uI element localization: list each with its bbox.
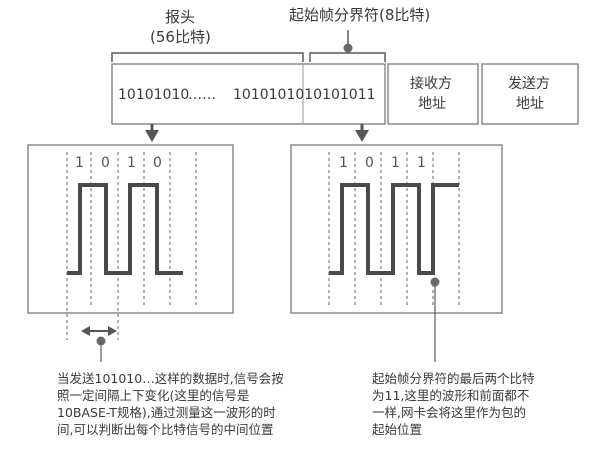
left-waveform: [67, 183, 183, 275]
dest-address-line2: 地址: [418, 96, 446, 112]
header-label-line1: 报头: [165, 8, 195, 26]
preamble-box: [111, 63, 386, 125]
right-note-line: 为11,这里的波形和前面都不: [372, 388, 530, 403]
left-note-line: 当发送101010…这样的数据时,信号会按: [57, 371, 284, 386]
bit-interval-arrow-left-head: [81, 326, 90, 336]
left-tick-3: 1: [127, 155, 136, 171]
left-grid-lines: [66, 152, 197, 340]
right-waveform: [329, 183, 459, 275]
src-address-line2: 地址: [516, 96, 544, 112]
left-tick-2: 0: [101, 155, 110, 171]
header-label-line2: (56比特): [150, 28, 211, 46]
left-note-line: 10BASE-T规格),通过测量这一波形的时: [57, 405, 276, 420]
right-arrow-head: [355, 130, 369, 142]
left-note-line: 照一定间隔上下变化(这里的信号是: [57, 388, 250, 403]
src-address-box: [481, 63, 579, 125]
right-tick-4: 1: [417, 155, 426, 171]
right-note-line: 一样,网卡会将这里作为包的: [372, 405, 526, 420]
left-note-line: 间,可以判断出每个比特信号的中间位置: [57, 422, 274, 437]
left-arrow-head: [145, 130, 159, 142]
sfd-bracket: [309, 52, 386, 62]
right-note-line: 起始帧分界符的最后两个比特: [372, 371, 535, 386]
right-tick-2: 0: [365, 155, 374, 171]
right-waveform-panel: [290, 144, 503, 314]
bits-dots: ……: [188, 87, 216, 103]
left-tick-4: 0: [153, 155, 162, 171]
right-tick-1: 1: [339, 155, 348, 171]
dest-address-box: [387, 63, 479, 125]
right-note-line: 起始位置: [372, 422, 423, 437]
bits-left: 10101010: [118, 87, 189, 103]
bit-interval-arrow-right-head: [108, 326, 117, 336]
sfd-label: 起始帧分界符(8比特): [289, 6, 430, 24]
header-bracket: [111, 52, 304, 62]
right-tick-3: 1: [391, 155, 400, 171]
right-note: 起始帧分界符的最后两个比特 为11,这里的波形和前面都不 一样,网卡会将这里作为…: [372, 370, 535, 438]
dest-address-line1: 接收方: [410, 75, 452, 92]
src-address-line1: 发送方: [508, 76, 550, 92]
sfd-pointer-dot: [343, 43, 353, 53]
bits-right: 1010101010101011: [233, 87, 376, 103]
left-note: 当发送101010…这样的数据时,信号会按 照一定间隔上下变化(这里的信号是 1…: [57, 370, 284, 438]
left-tick-1: 1: [75, 155, 84, 171]
